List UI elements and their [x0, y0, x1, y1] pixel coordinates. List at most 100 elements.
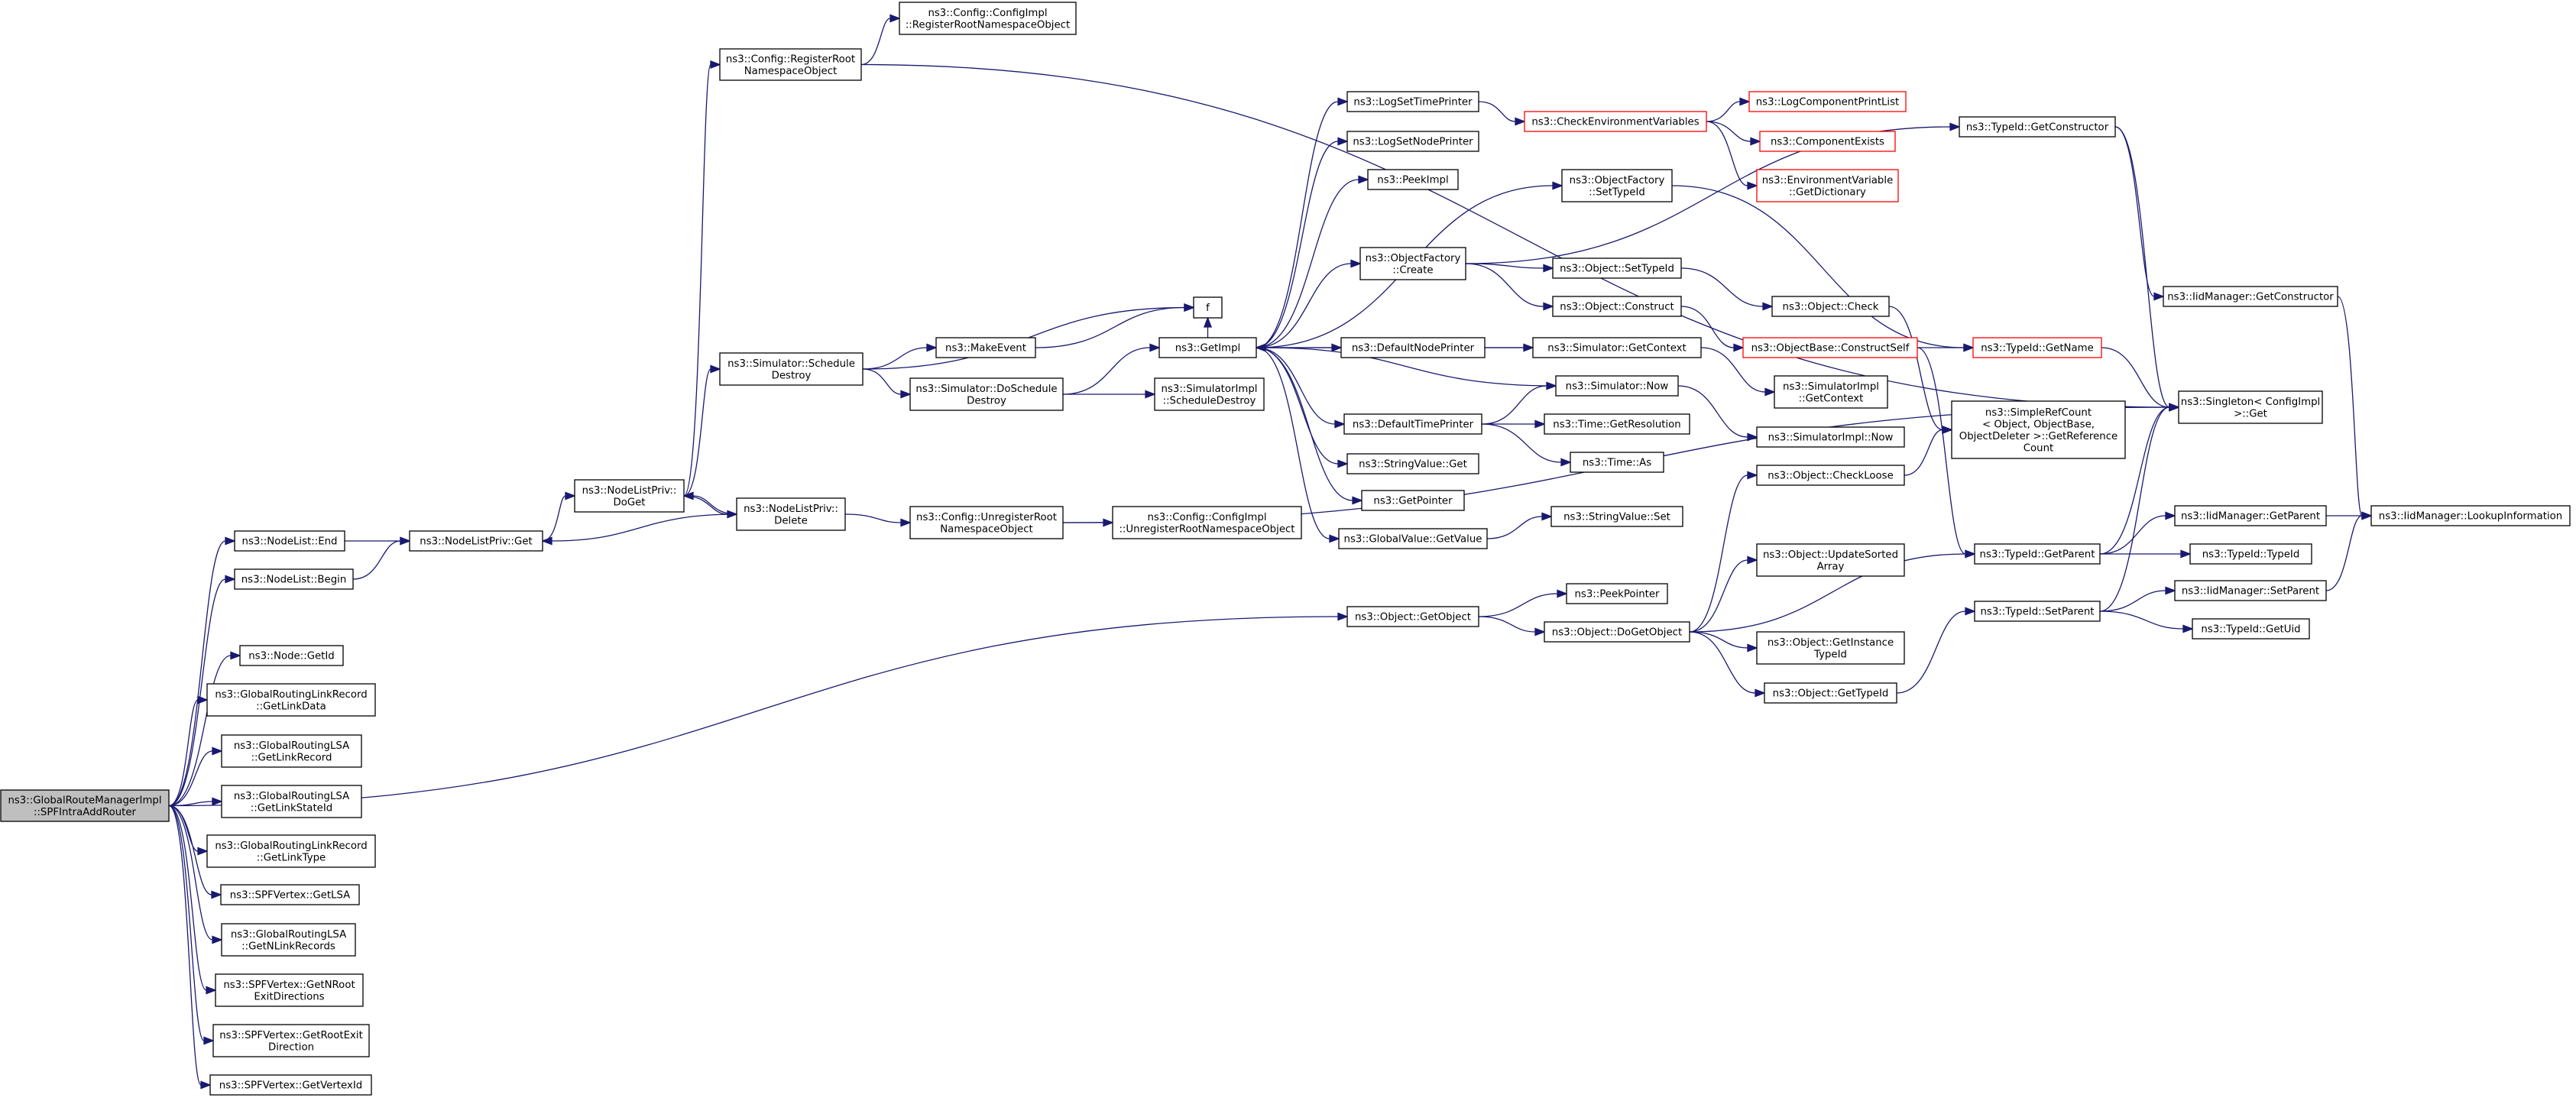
node-singleton-get[interactable]: ns3::Singleton< ConfigImpl >::Get — [2178, 390, 2323, 424]
node-logsetnodeprinter[interactable]: ns3::LogSetNodePrinter — [1346, 131, 1479, 152]
node-label-line: ns3::IidManager::GetParent — [2181, 511, 2320, 523]
node-object-settypeid[interactable]: ns3::Object::SetTypeId — [1552, 257, 1682, 279]
node-objectbase-constructself[interactable]: ns3::ObjectBase::ConstructSelf — [1742, 337, 1918, 358]
node-time-getresolution[interactable]: ns3::Time::GetResolution — [1544, 413, 1690, 435]
node-nodelistpriv-doget[interactable]: ns3::NodeListPriv::DoGet — [574, 479, 685, 513]
node-makeevent[interactable]: ns3::MakeEvent — [935, 337, 1036, 358]
node-simimpl-now[interactable]: ns3::SimulatorImpl::Now — [1756, 426, 1905, 448]
edge-checkenvvars-to-componentexists — [1706, 121, 1761, 146]
node-f[interactable]: f — [1193, 296, 1223, 319]
node-iidmanager-lookupinformation[interactable]: ns3::IidManager::LookupInformation — [2370, 505, 2571, 526]
edge-line — [683, 368, 711, 497]
edge-arrowhead — [197, 847, 209, 856]
edge-line — [1256, 347, 1330, 539]
edge-root-to-grlsa-getnlinkrecords — [168, 805, 223, 944]
node-iidmanager-getconstructor[interactable]: ns3::IidManager::GetConstructor — [2163, 286, 2338, 307]
node-peekimpl[interactable]: ns3::PeekImpl — [1367, 169, 1459, 190]
node-object-getobject[interactable]: ns3::Object::GetObject — [1346, 606, 1479, 627]
edge-line — [1706, 101, 1741, 122]
node-simimpl-scheduledestroy[interactable]: ns3::SimulatorImpl::ScheduleDestroy — [1154, 377, 1265, 411]
node-nodelistpriv-get[interactable]: ns3::NodeListPriv::Get — [409, 530, 543, 552]
edge-checkenvvars-to-envvar-getdictionary — [1706, 121, 1758, 190]
node-getpointer[interactable]: ns3::GetPointer — [1361, 490, 1465, 511]
node-peekpointer[interactable]: ns3::PeekPointer — [1566, 583, 1668, 604]
node-nodelistpriv-delete[interactable]: ns3::NodeListPriv::Delete — [736, 497, 846, 531]
edge-arrowhead — [1942, 425, 1953, 435]
node-typeid-getparent[interactable]: ns3::TypeId::GetParent — [1974, 543, 2101, 565]
node-nodelist-end[interactable]: ns3::NodeList::End — [234, 530, 345, 552]
node-stringvalue-set[interactable]: ns3::StringValue::Set — [1550, 506, 1683, 527]
edge-arrowhead — [200, 1080, 212, 1090]
edge-nodelistpriv-get-to-nodelistpriv-doget — [542, 491, 576, 542]
node-iidmanager-setparent[interactable]: ns3::IidManager::SetParent — [2174, 580, 2327, 601]
edge-arrowhead — [203, 1036, 215, 1045]
node-envvar-getdictionary[interactable]: ns3::EnvironmentVariable::GetDictionary — [1756, 169, 1899, 202]
node-label-line: ns3::NodeList::End — [242, 536, 338, 548]
node-node-getid[interactable]: ns3::Node::GetId — [239, 645, 344, 666]
node-checkenvvars[interactable]: ns3::CheckEnvironmentVariables — [1524, 111, 1707, 132]
node-box — [1759, 131, 1896, 152]
node-spf-getvertexid[interactable]: ns3::SPFVertex::GetVertexId — [209, 1074, 372, 1096]
node-sim-now[interactable]: ns3::Simulator::Now — [1555, 375, 1679, 397]
edge-line — [1256, 141, 1339, 348]
node-grlsa-getlinkrecord[interactable]: ns3::GlobalRoutingLSA::GetLinkRecord — [221, 734, 362, 768]
edge-arrowhead — [206, 986, 217, 995]
node-globalvalue-getvalue[interactable]: ns3::GlobalValue::GetValue — [1338, 528, 1488, 549]
node-sim-scheduledestroy[interactable]: ns3::Simulator::ScheduleDestroy — [719, 352, 864, 386]
node-grlr-getlinkdata[interactable]: ns3::GlobalRoutingLinkRecord::GetLinkDat… — [206, 683, 376, 717]
node-time-as[interactable]: ns3::Time::As — [1570, 452, 1664, 473]
node-box — [2174, 580, 2327, 601]
edge-object-getobject-to-object-dogetobject — [1478, 616, 1546, 636]
node-objectfactory-settypeid[interactable]: ns3::ObjectFactory::SetTypeId — [1561, 169, 1673, 202]
node-typeid-typeid[interactable]: ns3::TypeId::TypeId — [2189, 543, 2312, 565]
node-box — [239, 645, 344, 666]
node-config-unregisterroot[interactable]: ns3::Config::UnregisterRootNamespaceObje… — [909, 506, 1064, 539]
node-label-line: ns3::TypeId::SetParent — [1980, 607, 2094, 618]
edge-arrowhead — [1358, 175, 1369, 184]
node-configimpl-unregisterroot[interactable]: ns3::Config::ConfigImpl::UnregisterRootN… — [1112, 506, 1302, 539]
node-spf-getlsa[interactable]: ns3::SPFVertex::GetLSA — [220, 884, 360, 905]
edge-line — [844, 513, 902, 523]
node-sim-getcontext[interactable]: ns3::Simulator::GetContext — [1532, 337, 1702, 358]
node-defaultnodeprinter[interactable]: ns3::DefaultNodePrinter — [1340, 337, 1486, 358]
node-object-check[interactable]: ns3::Object::Check — [1771, 296, 1890, 317]
node-label-line: < Object, ObjectBase, — [1982, 419, 2095, 430]
node-configimpl-registerroot[interactable]: ns3::Config::ConfigImpl::RegisterRootNam… — [899, 2, 1077, 35]
edge-object-dogetobject-to-object-checkloose — [1689, 471, 1758, 633]
node-logcomponentprintlist[interactable]: ns3::LogComponentPrintList — [1748, 91, 1907, 112]
node-label-line: ns3::StringValue::Set — [1563, 512, 1670, 523]
node-grlsa-getnlinkrecords[interactable]: ns3::GlobalRoutingLSA::GetNLinkRecords — [221, 923, 356, 957]
node-object-gettypeid[interactable]: ns3::Object::GetTypeId — [1764, 682, 1897, 704]
edge-arrowhead — [1733, 343, 1745, 352]
node-box — [899, 2, 1077, 35]
node-stringvalue-get[interactable]: ns3::StringValue::Get — [1346, 453, 1479, 474]
node-grlr-getlinktype[interactable]: ns3::GlobalRoutingLinkRecord::GetLinkTyp… — [206, 834, 376, 868]
node-label-line: ns3::GlobalRoutingLSA — [231, 929, 346, 941]
node-typeid-setparent[interactable]: ns3::TypeId::SetParent — [1974, 601, 2101, 622]
node-simimpl-getcontext[interactable]: ns3::SimulatorImpl::GetContext — [1774, 375, 1888, 409]
node-componentexists[interactable]: ns3::ComponentExists — [1759, 131, 1896, 152]
node-label-line: ns3::Config::ConfigImpl — [1147, 512, 1266, 523]
edge-line — [168, 805, 213, 941]
node-objectfactory-create[interactable]: ns3::ObjectFactory::Create — [1359, 247, 1466, 280]
edge-line — [551, 513, 737, 542]
node-logsettimeprinter[interactable]: ns3::LogSetTimePrinter — [1346, 91, 1479, 112]
node-typeid-getconstructor[interactable]: ns3::TypeId::GetConstructor — [1959, 116, 2116, 138]
node-grlsa-getlinkstateid[interactable]: ns3::GlobalRoutingLSA::GetLinkStateId — [221, 785, 362, 818]
node-iidmanager-getparent[interactable]: ns3::IidManager::GetParent — [2174, 505, 2327, 526]
node-object-checkloose[interactable]: ns3::Object::CheckLoose — [1756, 465, 1905, 486]
node-object-dogetobject[interactable]: ns3::Object::DoGetObject — [1544, 621, 1690, 643]
node-simplerefcount[interactable]: ns3::SimpleRefCount< Object, ObjectBase,… — [1951, 400, 2126, 459]
node-getimpl[interactable]: ns3::GetImpl — [1158, 337, 1257, 358]
node-typeid-getname[interactable]: ns3::TypeId::GetName — [1972, 337, 2102, 358]
node-typeid-getuid[interactable]: ns3::TypeId::GetUid — [2192, 618, 2310, 640]
node-object-construct[interactable]: ns3::Object::Construct — [1552, 296, 1682, 317]
node-config-registerroot[interactable]: ns3::Config::RegisterRootNamespaceObject — [719, 48, 862, 81]
node-defaulttimeprinter[interactable]: ns3::DefaultTimePrinter — [1343, 413, 1482, 435]
node-nodelist-begin[interactable]: ns3::NodeList::Begin — [234, 568, 354, 590]
